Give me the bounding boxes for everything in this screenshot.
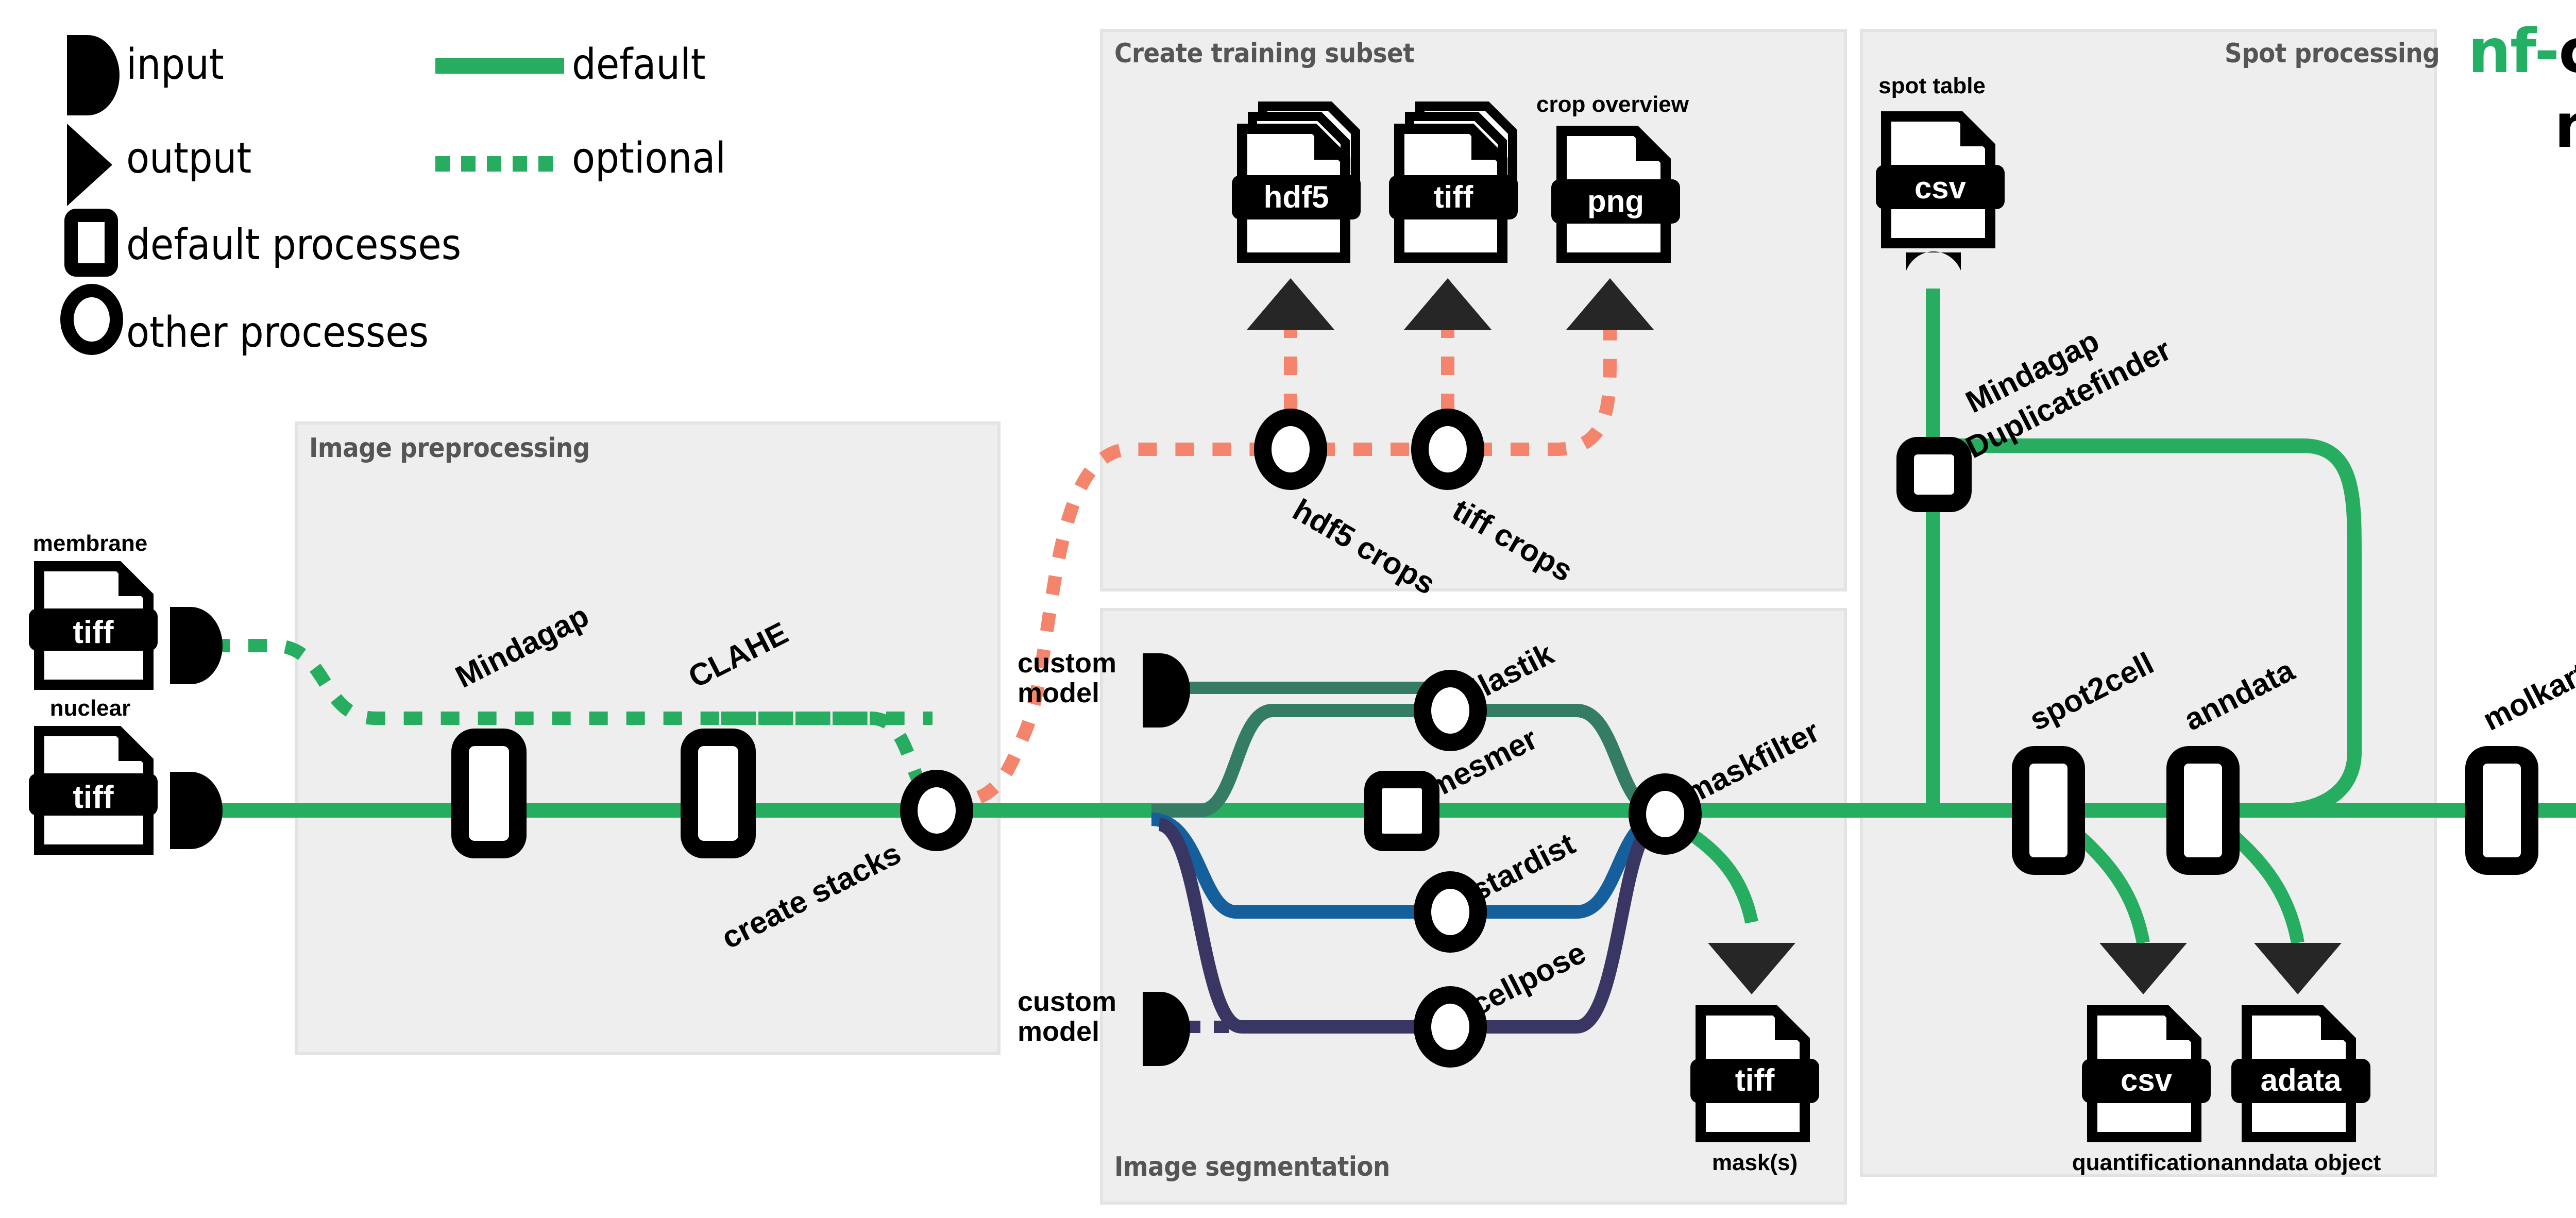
process-node-cellpose[interactable]: [1414, 986, 1487, 1068]
edge-duplicatefinder-to-spine: [1958, 438, 2362, 818]
file-format-nuclear: tiff: [73, 780, 114, 815]
process-node-hdf5-crops[interactable]: [1254, 409, 1327, 490]
custom-model-line1: custom: [1018, 986, 1117, 1017]
file-format-membrane: tiff: [73, 615, 114, 650]
caption-quantification: quantification: [2072, 1150, 2221, 1175]
arrow-down-masks-icon: [1708, 943, 1795, 994]
legend-label-input: input: [126, 40, 224, 89]
input-shape-icon-custom-model-1: [1143, 653, 1190, 728]
file-icon-quantification-csv: [2082, 1005, 2211, 1142]
file-icon-spot-table-csv: [1876, 111, 2005, 248]
custom-model-line1: custom: [1018, 648, 1117, 679]
legend-label-default-processes: default processes: [126, 221, 462, 269]
custom-model-label-ilastik: custom model: [1018, 648, 1116, 708]
panel-title-create-training-subset: Create training subset: [1114, 38, 1415, 69]
input-shape-icon-nuclear: [170, 772, 223, 849]
panel-title-image-segmentation: Image segmentation: [1114, 1152, 1390, 1182]
caption-nuclear: nuclear: [49, 696, 131, 721]
legend-label-optional-line: optional: [572, 134, 726, 183]
file-format-adata: adata: [2260, 1063, 2342, 1097]
panel-title-image-preprocessing: Image preprocessing: [309, 433, 590, 464]
brand-nf-core: nf-core/: [2468, 15, 2576, 87]
file-format-masks: tiff: [1735, 1063, 1775, 1097]
process-node-mindagap[interactable]: [451, 729, 527, 858]
file-icon-anndata-adata: [2231, 1005, 2370, 1142]
edge-cellpose-branch: [1157, 818, 1435, 1034]
edge-createstacks-to-crops-optional: [942, 443, 1265, 810]
input-shape-icon-custom-model-2: [1143, 992, 1190, 1066]
brand-nf: nf: [2468, 15, 2535, 87]
edge-tiffcrops-to-png-optional: [1473, 314, 1617, 456]
process-node-anndata[interactable]: [2166, 746, 2240, 875]
brand-dash: -: [2534, 15, 2560, 87]
file-icon-nuclear-tiff: [29, 726, 158, 855]
panel-image-preprocessing: [295, 421, 1001, 1055]
caption-spot-table: spot table: [1878, 73, 1986, 98]
file-icon-membrane-tiff: [29, 561, 158, 690]
file-icon-mask-tiff: [1690, 1005, 1819, 1142]
circle-node-icon: [60, 284, 123, 355]
process-node-mesmer[interactable]: [1364, 771, 1439, 851]
legend-label-other-processes: other processes: [126, 308, 429, 357]
arrow-down-quantification-icon: [2099, 943, 2187, 994]
input-shape-icon: [67, 35, 120, 115]
caption-membrane: membrane: [32, 531, 148, 556]
process-node-mindagap-duplicatefinder[interactable]: [1896, 437, 1972, 512]
input-shape-icon-spot-table: [1906, 251, 1961, 270]
process-node-create-stacks[interactable]: [900, 770, 973, 851]
edge-ilastik-branch: [1151, 704, 1435, 817]
edge-membrane-optional: [211, 639, 933, 725]
file-format-spot-table: csv: [1914, 171, 1967, 205]
output-triangle-icon: [67, 124, 112, 206]
process-node-tiff-crops[interactable]: [1411, 409, 1484, 490]
brand-core: core/: [2558, 15, 2576, 87]
input-shape-icon-membrane: [170, 607, 223, 684]
legend-label-default-line: default: [572, 40, 706, 89]
brand-pipeline-name: molkart: [2554, 90, 2576, 161]
file-icon-hdf5-stack: [1232, 102, 1361, 263]
process-node-ilastik[interactable]: [1414, 670, 1487, 751]
arrow-up-tiff-icon: [1404, 278, 1492, 330]
process-node-spot2cell[interactable]: [2012, 746, 2085, 875]
file-format-quantification: csv: [2120, 1063, 2173, 1097]
panel-title-spot-processing: Spot processing: [2225, 38, 2440, 69]
caption-crop-overview: crop overview: [1536, 92, 1689, 117]
process-node-stardist[interactable]: [1414, 871, 1487, 953]
custom-model-label-cellpose: custom model: [1018, 987, 1116, 1047]
process-node-maskfilter[interactable]: [1629, 773, 1702, 855]
caption-masks: mask(s): [1711, 1150, 1798, 1175]
caption-anndata-object: anndata object: [2221, 1150, 2381, 1175]
file-icon-png: [1551, 126, 1680, 263]
file-format-hdf5: hdf5: [1263, 180, 1329, 214]
process-node-clahe[interactable]: [681, 729, 756, 858]
arrow-up-png-icon: [1566, 278, 1654, 330]
square-node-icon: [64, 209, 118, 277]
custom-model-line2: model: [1018, 678, 1100, 709]
file-icon-tiff-stack: [1389, 102, 1518, 263]
arrow-down-adata-icon: [2254, 943, 2342, 994]
file-format-tiff-crops: tiff: [1433, 180, 1473, 214]
edge-clahe-to-createstacks-optional: [721, 712, 940, 809]
custom-model-line2: model: [1018, 1016, 1100, 1047]
arrow-up-hdf5-icon: [1247, 278, 1334, 330]
file-format-png: png: [1587, 184, 1644, 218]
process-node-molkartqc[interactable]: [2465, 746, 2538, 875]
legend-label-output: output: [126, 134, 252, 183]
